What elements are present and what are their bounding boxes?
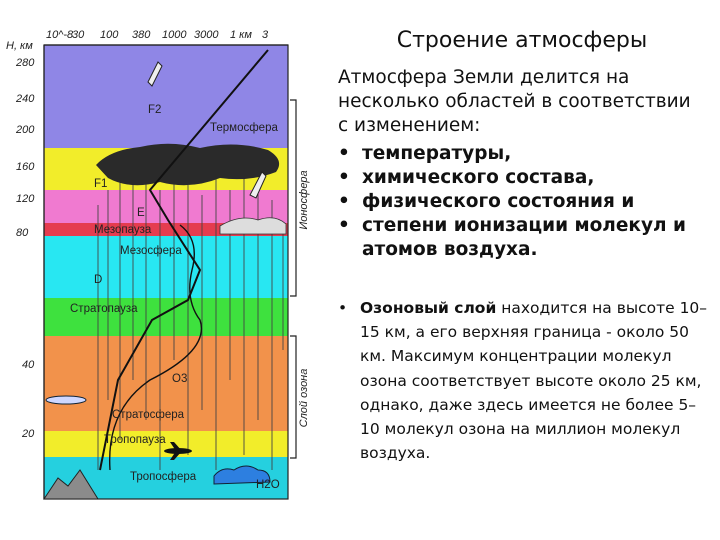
tropopause-band (44, 431, 288, 457)
height-tick: 20 (21, 428, 35, 440)
ionosphere-bracket (290, 100, 296, 296)
ionosphere-label: Ионосфера (298, 170, 310, 229)
top-scale-tick: 100 (100, 29, 119, 41)
layer-label-thermosphere: Термосфера (210, 122, 278, 134)
ozone-layer-bracket (290, 336, 296, 458)
ozone-layer-label: Слой озона (298, 369, 310, 428)
height-tick: 80 (16, 227, 29, 239)
layer-label-mesopause: Мезопауза (94, 224, 152, 236)
layer-label-stratopause: Стратопауза (70, 303, 138, 315)
top-scale-tick: 1 км (230, 29, 252, 41)
layer-label-mesosphere: Мезосфера (120, 245, 182, 257)
top-scale-tick: 1000 (162, 29, 187, 41)
ozone-symbol: O3 (172, 373, 187, 385)
list-item: степени ионизации молекул и атомов возду… (338, 214, 698, 262)
h-axis-label: H, км (6, 40, 33, 52)
height-tick: 160 (16, 161, 35, 173)
height-tick: 280 (15, 57, 35, 69)
list-item: температуры, (338, 142, 698, 166)
region-letter-d: D (94, 274, 102, 286)
height-tick: 200 (15, 124, 35, 136)
top-scale-tick: 30 (72, 29, 85, 41)
top-scale-tick: 3 (262, 29, 269, 41)
water-symbol: H2O (256, 479, 280, 491)
height-tick: 240 (15, 93, 35, 105)
list-item: физического состояния и (338, 190, 698, 214)
top-scale-tick: 380 (132, 29, 151, 41)
region-letter-e: E (137, 207, 145, 219)
ozone-paragraph: Озоновый слой находится на высоте 10–15 … (338, 296, 708, 465)
top-scale-tick: 10^-8 (46, 29, 74, 41)
ozone-term: Озоновый слой (360, 299, 496, 317)
height-tick: 40 (22, 359, 35, 371)
top-scale-tick: 3000 (194, 29, 219, 41)
layer-label-troposphere: Тропосфера (130, 471, 197, 483)
ozone-text: находится на высоте 10–15 км, а его верх… (360, 299, 707, 462)
layer-label-stratosphere: Стратосфера (112, 409, 185, 421)
stratosphere-cloud-icon (46, 396, 86, 404)
layer-label-tropopause: Тропопауза (104, 434, 166, 446)
page-title: Строение атмосферы (334, 28, 710, 53)
list-item: химического состава, (338, 166, 698, 190)
intro-text: Атмосфера Земли делится на несколько обл… (338, 66, 698, 138)
region-letter-f2: F2 (148, 104, 161, 116)
height-tick: 120 (16, 193, 35, 205)
criteria-list: температуры, химического состава, физиче… (338, 142, 698, 262)
region-letter-f1: F1 (94, 178, 107, 190)
